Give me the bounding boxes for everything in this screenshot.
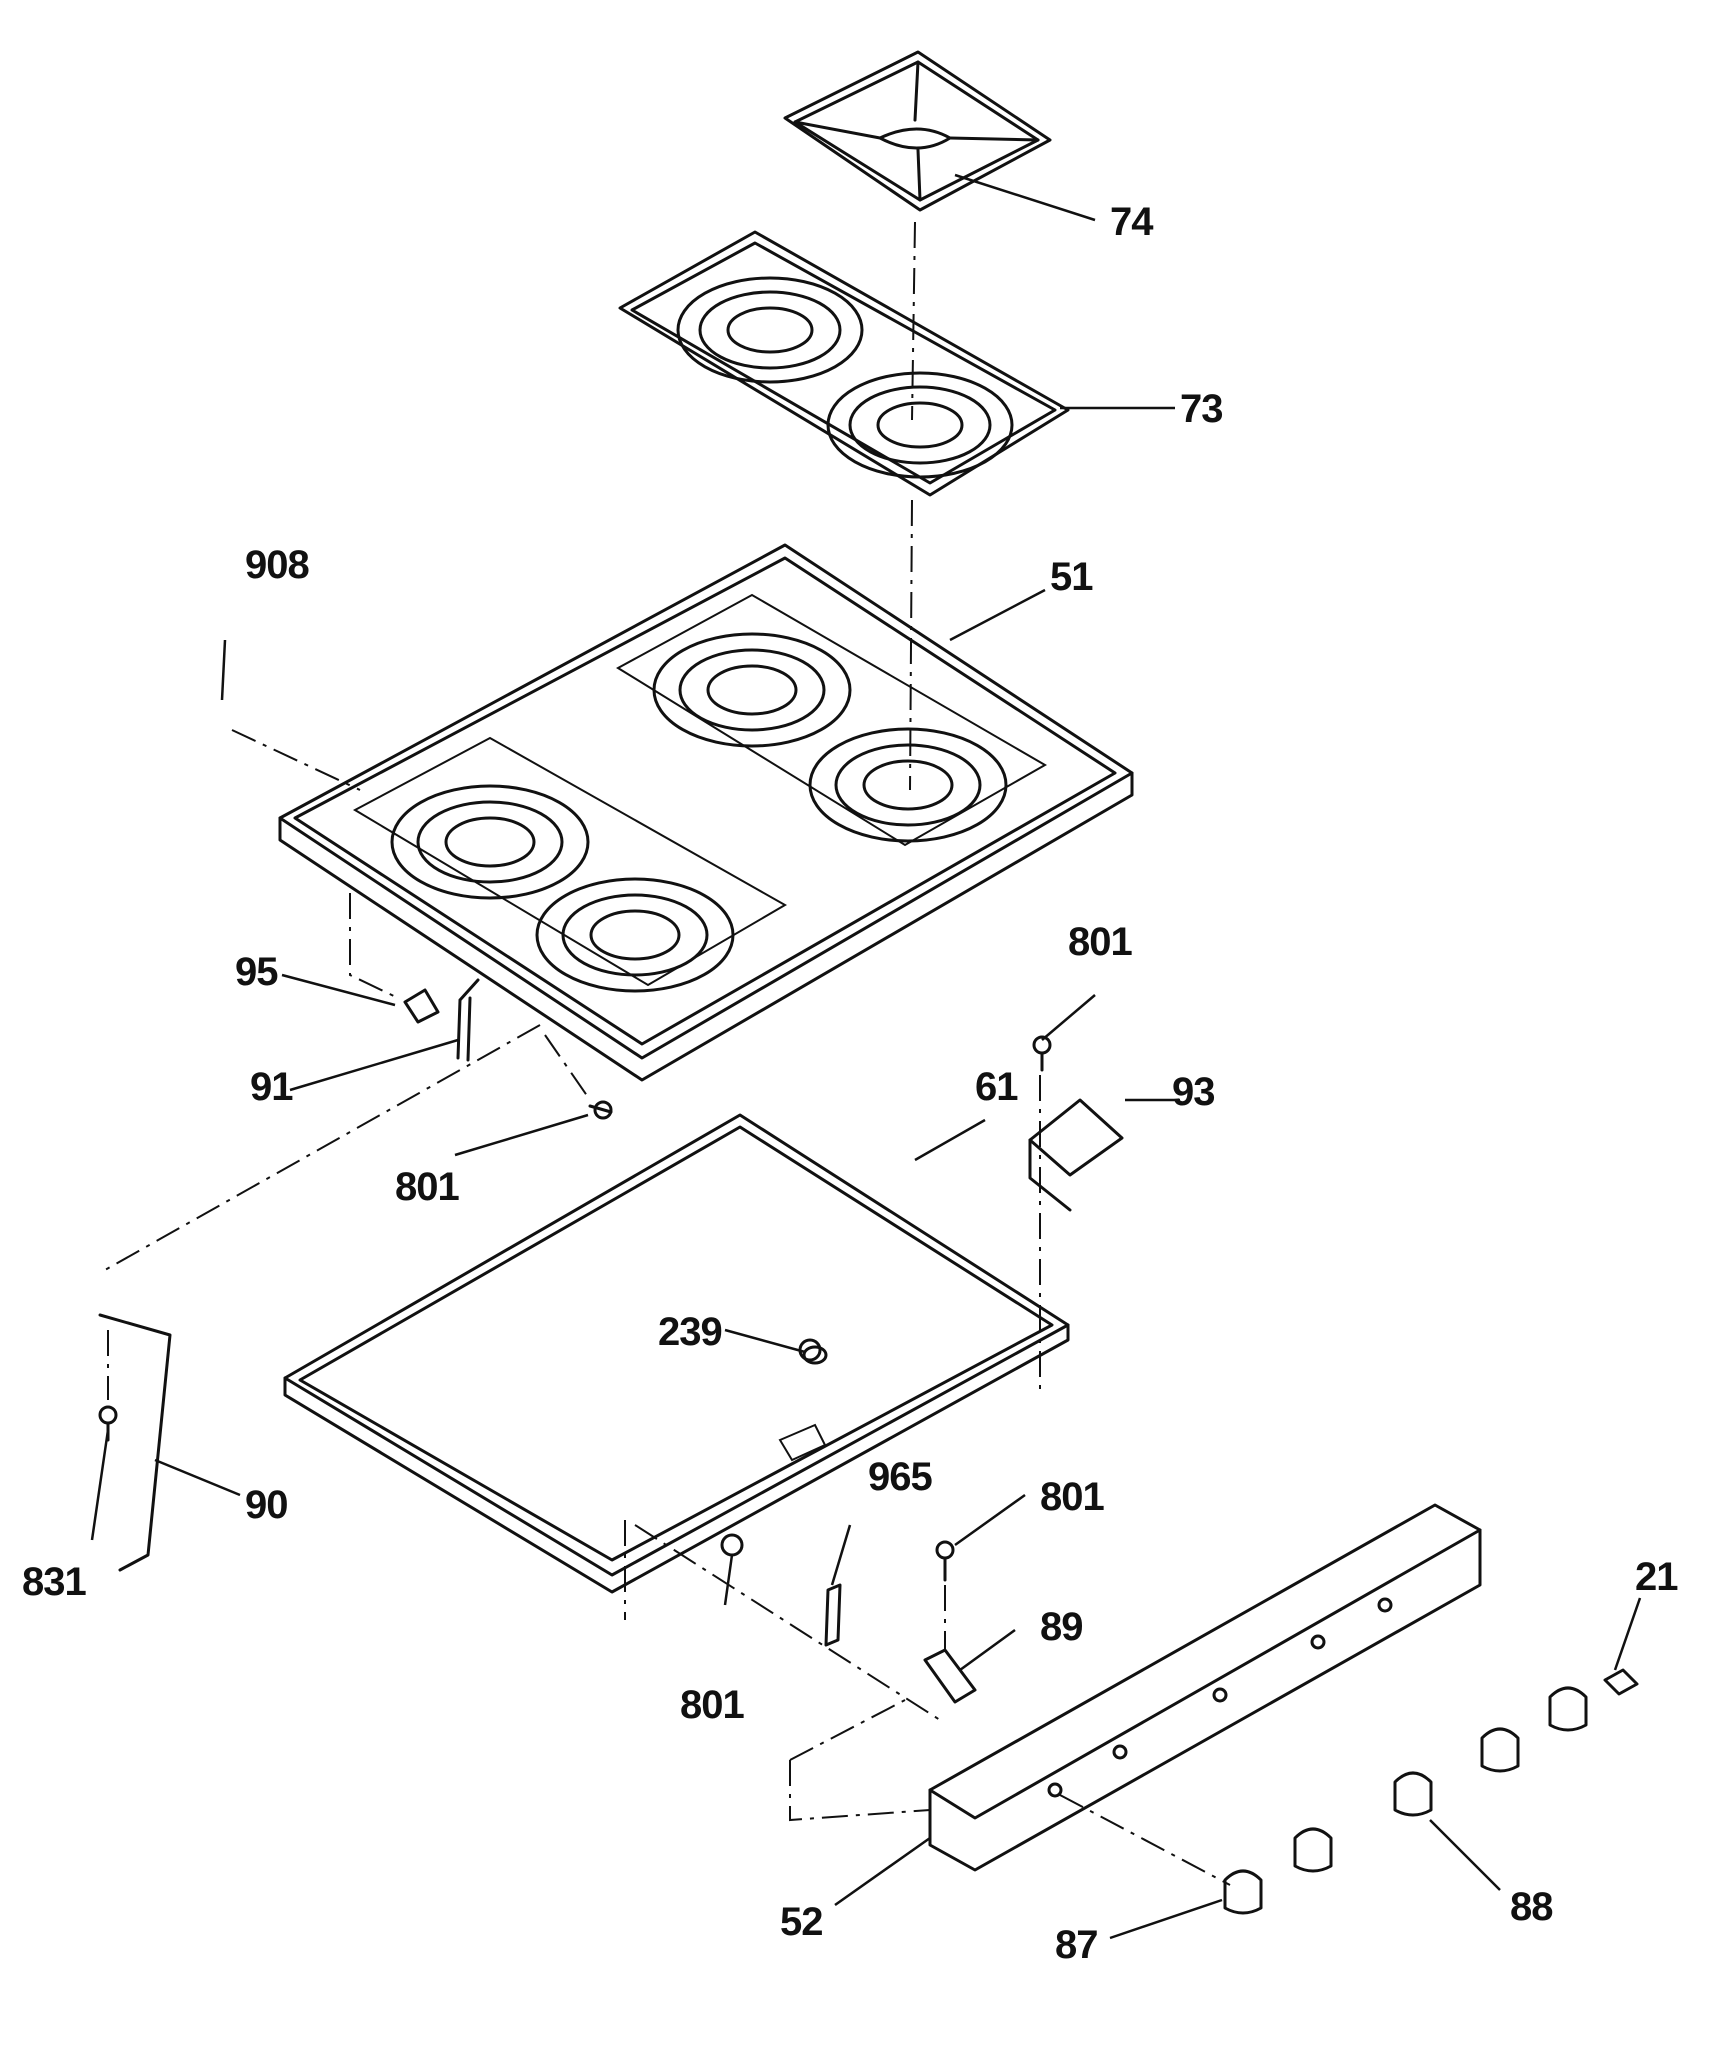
knob-4 [1480, 1727, 1520, 1773]
callout-51: 51 [1050, 555, 1093, 599]
burner-grate [783, 50, 1052, 212]
callout-labels: 74 73 51 908 95 91 801 801 61 93 239 90 … [22, 200, 1679, 1967]
callout-87: 87 [1055, 1923, 1098, 1967]
screw-801-lower [935, 1540, 955, 1582]
callout-90: 90 [245, 1483, 288, 1527]
callout-73: 73 [1180, 387, 1223, 431]
cooktop-bottom-pan [283, 1113, 1070, 1594]
ignitor-electrode [456, 978, 480, 1062]
callout-89: 89 [1040, 1605, 1083, 1649]
screw-801-bottom [720, 1533, 744, 1557]
ignitor-bracket [403, 988, 440, 1024]
knob-5 [1548, 1686, 1588, 1732]
callout-61: 61 [975, 1065, 1018, 1109]
assembly-center-lines [104, 221, 1231, 1886]
callout-95: 95 [235, 950, 278, 994]
button-21 [1603, 1668, 1639, 1696]
bracket-93 [1028, 1098, 1124, 1212]
knob-87 [1223, 1869, 1263, 1915]
insulator-965 [824, 1583, 842, 1647]
callout-88: 88 [1510, 1885, 1553, 1929]
control-panel-52 [928, 1503, 1482, 1872]
screw-801-mid [588, 1100, 613, 1120]
support-rod-90 [98, 1313, 172, 1572]
callout-239: 239 [658, 1310, 722, 1354]
callout-908: 908 [245, 543, 309, 587]
callout-801: 801 [680, 1683, 744, 1727]
callout-74: 74 [1110, 200, 1154, 244]
callout-801: 801 [1040, 1475, 1104, 1519]
cooktop-main-top [278, 543, 1134, 1082]
callout-801: 801 [1068, 920, 1132, 964]
callout-965: 965 [868, 1455, 932, 1499]
callout-21: 21 [1635, 1555, 1678, 1599]
burner-pan-assembly [618, 230, 1070, 497]
bracket-89 [923, 1648, 977, 1704]
callout-93: 93 [1172, 1070, 1215, 1114]
callout-801: 801 [395, 1165, 459, 1209]
plug-239 [802, 1345, 828, 1365]
callout-831: 831 [22, 1560, 86, 1604]
callout-52: 52 [780, 1900, 823, 1944]
callout-91: 91 [250, 1065, 293, 1109]
screw-801-top [1032, 1035, 1052, 1072]
callout-leaders [90, 173, 1642, 1940]
knob-2 [1293, 1827, 1333, 1873]
knob-88 [1393, 1771, 1433, 1817]
